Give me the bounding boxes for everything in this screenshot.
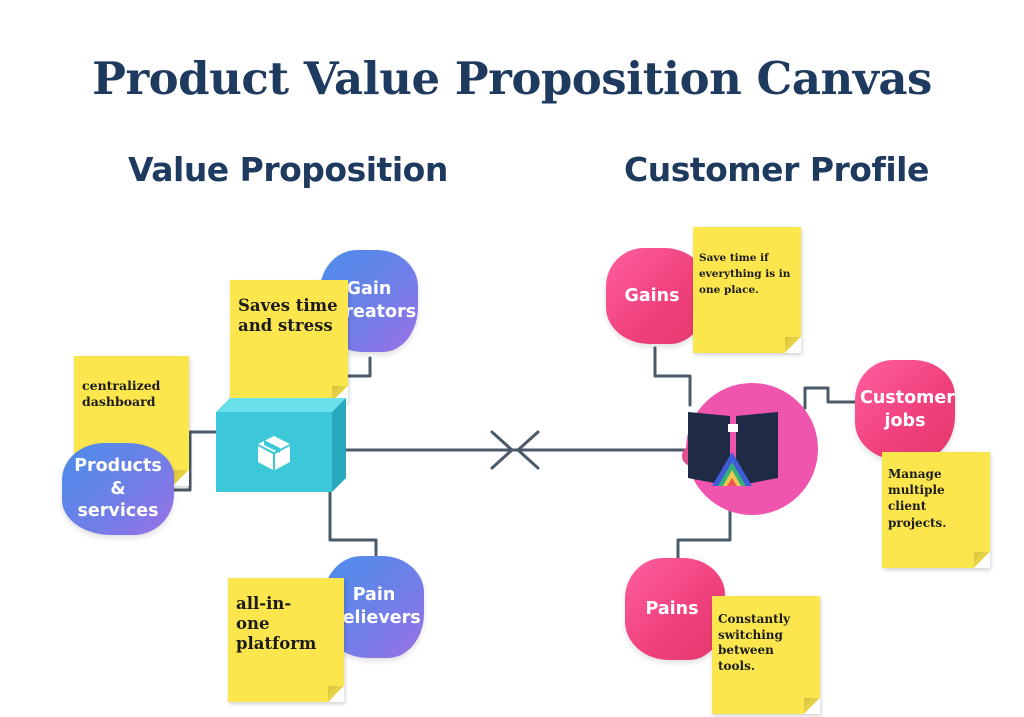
note-gains: Save time if everything is in one place.	[693, 227, 801, 353]
note-pains: Constantly switching between tools.	[712, 596, 820, 714]
arrow-right-icon	[490, 430, 514, 470]
blob-products-services: Products & services	[62, 443, 174, 535]
blob-customer-jobs: Customer jobs	[855, 360, 955, 460]
note-gain-creators: Saves time and stress	[230, 280, 348, 402]
blob-gains: Gains	[606, 248, 706, 344]
blob-pains: Pains	[625, 558, 725, 660]
page-title: Product Value Proposition Canvas	[92, 52, 932, 105]
connector-customer-jobs	[803, 386, 858, 410]
connector-pains	[676, 503, 732, 562]
product-cube	[216, 398, 346, 492]
note-pain-relievers: all-in-one platform	[228, 578, 344, 702]
connector-products	[170, 430, 220, 492]
customer-logo-icon	[688, 412, 778, 486]
connector-pain-relievers	[328, 490, 378, 558]
connector-gains	[653, 346, 692, 407]
customer-profile-heading: Customer Profile	[624, 150, 929, 189]
box-icon	[258, 436, 290, 470]
value-proposition-heading: Value Proposition	[128, 150, 448, 189]
arrow-left-icon	[516, 430, 540, 470]
note-customer-jobs: Manage multiple client projects.	[882, 452, 990, 568]
